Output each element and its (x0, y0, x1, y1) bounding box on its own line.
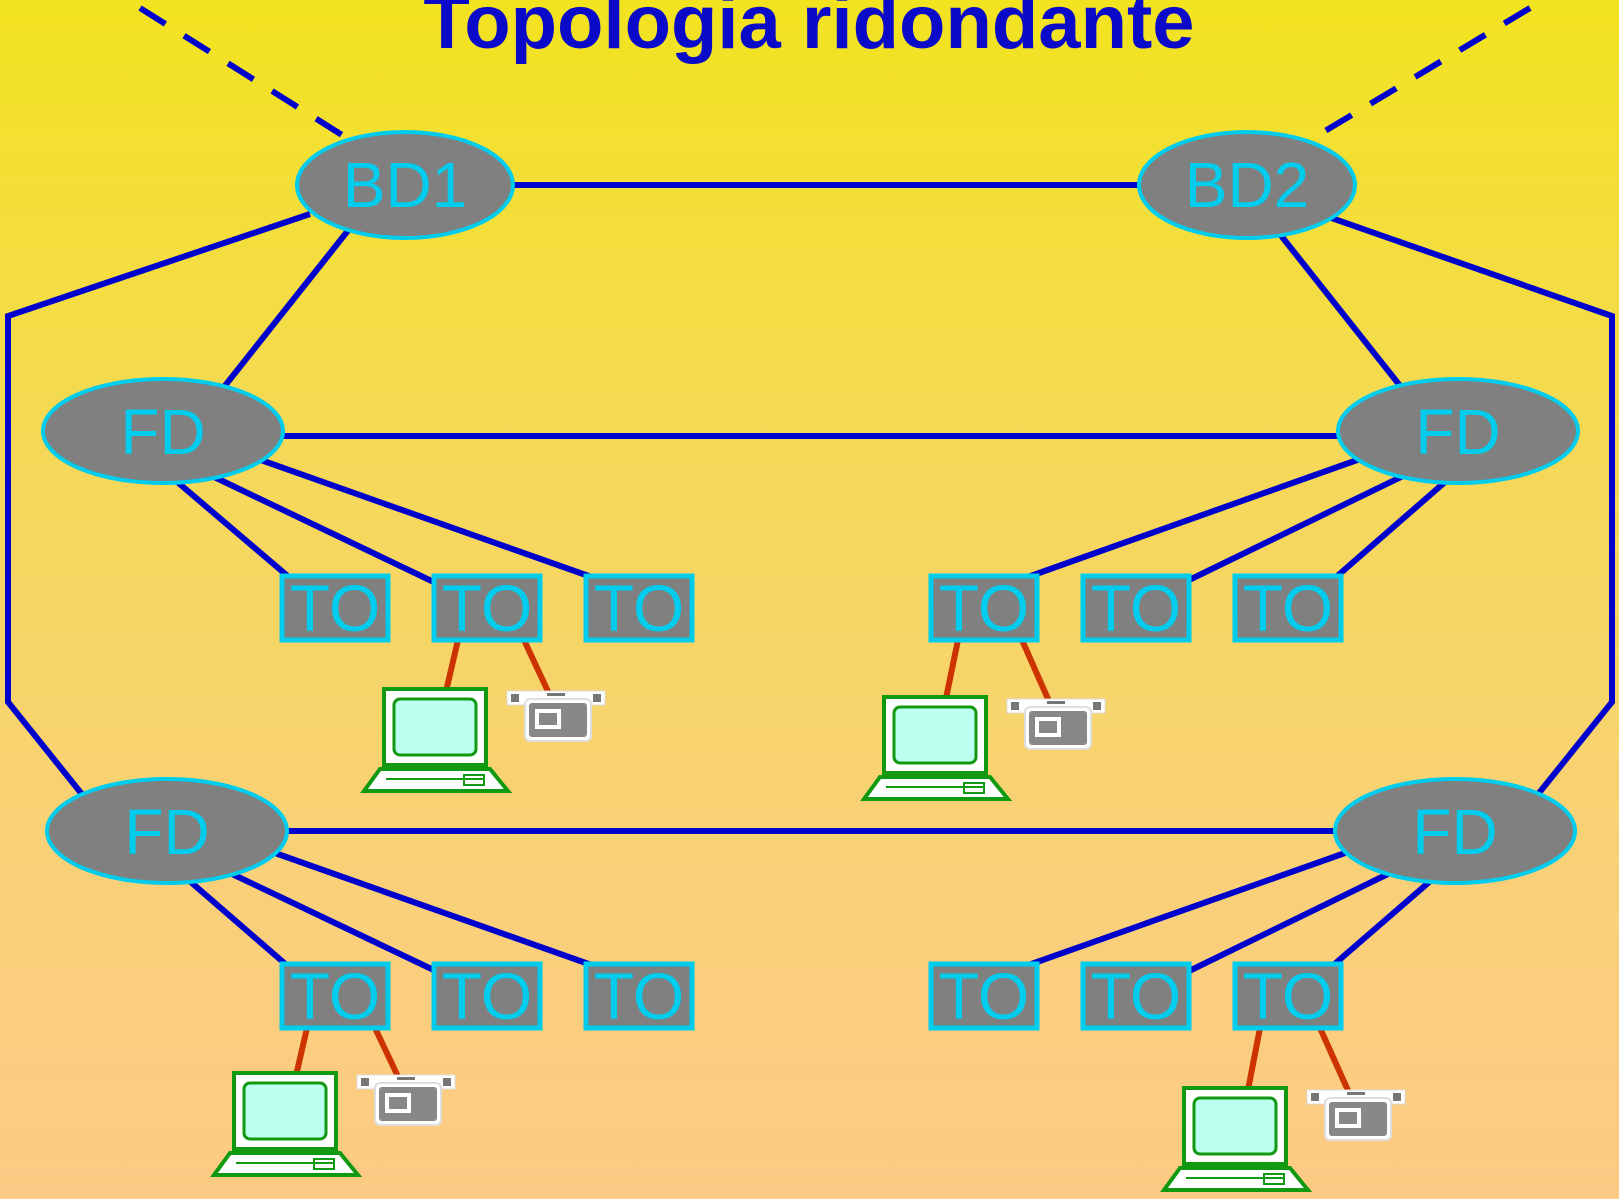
outlet-label: TO (939, 571, 1029, 645)
uplink-bd2 (1308, 5, 1532, 143)
drop-cable (1019, 638, 1055, 710)
link-fd-to (208, 472, 442, 588)
link-fd-to (1023, 456, 1362, 581)
outlet-label: TO (939, 959, 1029, 1033)
fd-label: FD (1415, 396, 1500, 468)
link-fd-to (1328, 874, 1437, 971)
computer-icon (862, 695, 1010, 801)
outlet-label: TO (594, 571, 684, 645)
fd-ellipse (1336, 377, 1580, 485)
outlet-links (173, 456, 1447, 976)
telephone-icon (1306, 1089, 1406, 1141)
drop-cable (1317, 1026, 1353, 1097)
outlet: TO (928, 959, 1040, 1033)
outlet-box (279, 573, 391, 643)
telephone-icon (1006, 698, 1106, 750)
outlet: TO (1080, 959, 1192, 1033)
outlet-box (928, 573, 1040, 643)
fd-label: FD (120, 396, 205, 468)
outlet-label: TO (290, 571, 380, 645)
drop-cable (521, 638, 555, 702)
computer-icon (212, 1071, 360, 1177)
fd-top-left-node: FD (41, 377, 285, 485)
outlet-label: TO (1091, 571, 1181, 645)
bd1-label: BD1 (343, 149, 468, 221)
outlet: TO (583, 959, 695, 1033)
outlet: TO (928, 571, 1040, 645)
drop-cable (1244, 1027, 1263, 1096)
link-bd2-fd-top-right (1272, 226, 1408, 394)
outlet-label: TO (1243, 571, 1333, 645)
telephone-icon (506, 690, 606, 742)
link-bd2-fd-bottom-right (1319, 211, 1615, 800)
uplink-bd1 (138, 5, 352, 143)
link-fd-to (1183, 472, 1407, 585)
outlet-box (1232, 961, 1344, 1031)
fd-label: FD (124, 796, 209, 868)
link-fd-to (273, 850, 602, 971)
outlet: TO (431, 571, 543, 645)
telephone-icon (356, 1074, 456, 1126)
outlet-box (583, 573, 695, 643)
outlet-label: TO (290, 959, 380, 1033)
outlet-box (431, 961, 543, 1031)
link-fd-to (1018, 850, 1347, 971)
page-title: Topologia ridondante (423, 0, 1194, 65)
fd-bottom-left-node: FD (45, 777, 289, 885)
computer-icon (362, 687, 510, 793)
outlet: TO (279, 959, 391, 1033)
outlet-label: TO (442, 959, 532, 1033)
link-fd-to (1183, 870, 1392, 976)
outlet-box (431, 573, 543, 643)
outlet: TO (1232, 959, 1344, 1033)
bd2-ellipse (1137, 130, 1357, 240)
link-fd-to (256, 456, 602, 583)
bd2-label: BD2 (1185, 149, 1310, 221)
bd2-node: BD2 (1137, 130, 1357, 240)
backbone-links (5, 182, 1615, 834)
outlet-label: TO (1091, 959, 1181, 1033)
outlet: TO (431, 959, 543, 1033)
computer-icon (1162, 1086, 1310, 1192)
outlet-label: TO (594, 959, 684, 1033)
outlet: TO (279, 571, 391, 645)
outlet-box (1080, 961, 1192, 1031)
outlet: TO (1080, 571, 1192, 645)
devices (212, 687, 1406, 1192)
outlet: TO (583, 571, 695, 645)
outlet-label: TO (1243, 959, 1333, 1033)
uplinks (138, 5, 1532, 143)
outlet-box (1080, 573, 1192, 643)
fd-ellipse (1333, 777, 1577, 885)
link-fd-to (173, 477, 292, 581)
link-bd1-fd-bottom-left (5, 211, 311, 800)
outlet-box (279, 961, 391, 1031)
link-fd-to (183, 874, 292, 971)
link-fd-to (1333, 479, 1447, 581)
outlet-box (583, 961, 695, 1031)
link-fd-to (228, 870, 442, 976)
fd-ellipse (41, 377, 285, 485)
outlet-box (1232, 573, 1344, 643)
fd-label: FD (1412, 796, 1497, 868)
bd1-node: BD1 (295, 130, 515, 240)
fd-top-right-node: FD (1336, 377, 1580, 485)
link-bd1-fd-top-left (217, 226, 353, 394)
outlet-box (928, 961, 1040, 1031)
outlet-label: TO (442, 571, 532, 645)
fd-ellipse (45, 777, 289, 885)
fd-bottom-right-node: FD (1333, 777, 1577, 885)
outlet: TO (1232, 571, 1344, 645)
drop-cables (292, 638, 1353, 1097)
bd1-ellipse (295, 130, 515, 240)
outlets: TO TO TO TO TO TO TO TO TO TO TO TO (279, 571, 1344, 1033)
